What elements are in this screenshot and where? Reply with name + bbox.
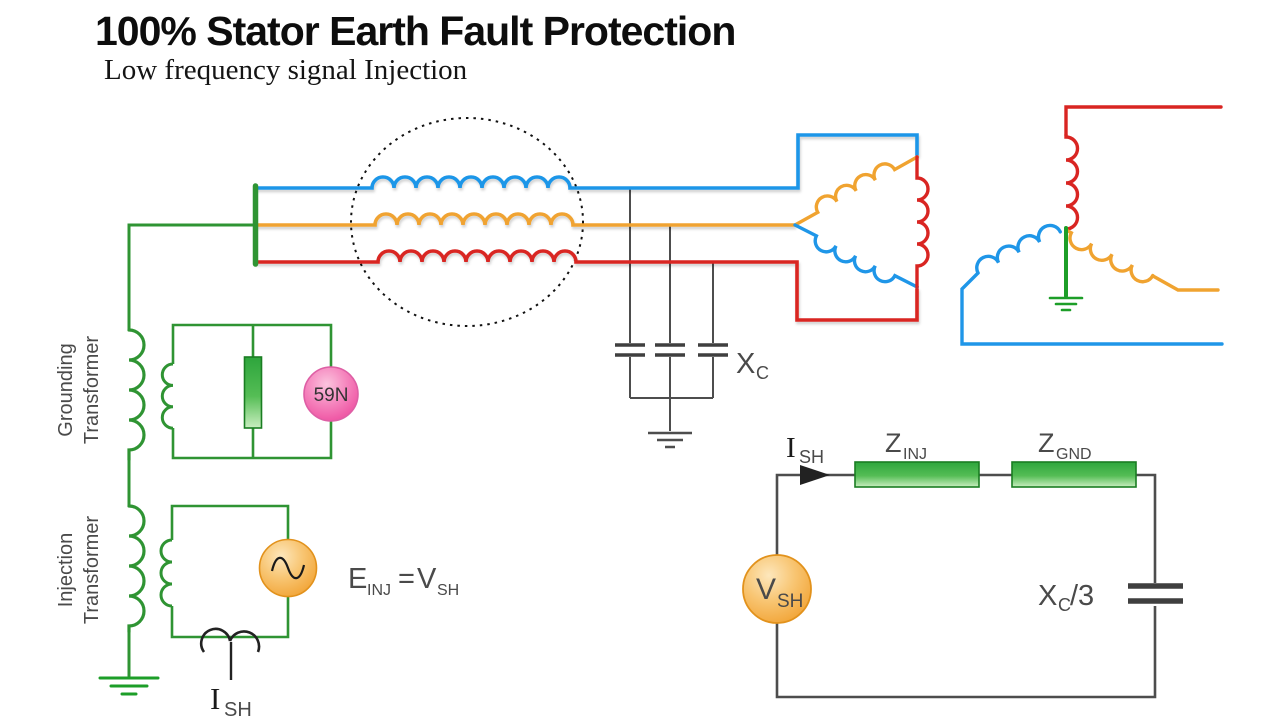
xc3-sub: C [1058, 595, 1071, 615]
main-earth-ground-icon [98, 676, 160, 696]
delta-blue-side [793, 223, 919, 289]
star-blue-coil [975, 223, 1062, 275]
star-orange-coil [1064, 228, 1155, 284]
zgnd-sub: GND [1056, 446, 1092, 463]
injection-secondary-circuit: I SH [159, 504, 318, 720]
phase-blue-winding [255, 133, 919, 190]
vsh-sub: SH [777, 591, 803, 612]
star-red-coil [1064, 133, 1080, 232]
earth-ground-icon [648, 431, 692, 449]
ct-symbol [199, 627, 261, 653]
xc3-main: X [1038, 580, 1057, 612]
grounding-primary-coil [127, 328, 146, 462]
hv-star-winding [960, 105, 1224, 346]
einj-v: V [417, 563, 437, 595]
ish-equiv-sub: SH [799, 447, 824, 467]
zgnd-resistor [1011, 461, 1137, 488]
capacitor-bank [615, 188, 728, 449]
zgnd-main: Z [1038, 428, 1055, 458]
grounding-label-line1: Grounding [55, 343, 77, 436]
neutral-to-transformer-line [127, 223, 255, 332]
label-zgnd: Z GND [1038, 428, 1092, 463]
injection-label-line1: Injection [55, 533, 77, 608]
current-arrow-icon [800, 465, 830, 485]
label-xc-main: X [736, 348, 755, 380]
equiv-loop-wire [775, 473, 1157, 699]
xc3-capacitor [1128, 583, 1183, 604]
stator-dotted-circle [350, 117, 584, 327]
einj-main: E [348, 563, 367, 595]
label-xc3: X C /3 [1038, 580, 1094, 615]
vsh-source [742, 554, 812, 624]
label-einj-vsh: E INJ = V SH [348, 563, 459, 599]
neutral-resistor [243, 356, 263, 429]
delta-red-side [915, 155, 930, 289]
label-xc: X C [736, 348, 769, 383]
label-xc-sub: C [756, 363, 769, 383]
einj-equals: = [398, 563, 415, 595]
grounding-secondary-circuit: 59N [160, 323, 359, 460]
relay-59n [303, 366, 359, 422]
zinj-main: Z [885, 428, 902, 458]
delta-orange-side [793, 155, 920, 227]
injection-secondary-coil [159, 538, 173, 608]
page-title: 100% Stator Earth Fault Protection [95, 8, 736, 54]
label-ish-ct: I SH [210, 681, 252, 720]
star-red-lead [1064, 105, 1223, 137]
label-zinj: Z INJ [885, 428, 927, 463]
phase-orange-winding [253, 212, 796, 227]
star-blue-lead [960, 271, 1224, 346]
star-orange-lead [1151, 274, 1220, 292]
sine-wave-icon [270, 556, 306, 580]
zinj-resistor [854, 461, 980, 488]
phase-red-winding [253, 249, 919, 322]
zinj-sub: INJ [903, 446, 927, 463]
neutral-and-transformers [98, 183, 259, 696]
stator-windings [253, 133, 919, 322]
label-ish-equiv: I SH [786, 432, 824, 467]
grounding-label-line2: Transformer [81, 336, 103, 445]
delta-winding [793, 155, 930, 289]
cap-ground-bus [629, 357, 714, 431]
label-ish-ct-sub: SH [224, 699, 252, 720]
page-subtitle: Low frequency signal Injection [104, 54, 468, 86]
ish-equiv-main: I [786, 432, 796, 464]
vsh-source-label: V SH [756, 573, 803, 612]
relay-59n-label: 59N [314, 385, 349, 406]
grounding-secondary-coil [160, 362, 174, 430]
vsh-main: V [756, 573, 776, 606]
einj-v-sub: SH [437, 582, 459, 599]
injection-primary-coil [127, 504, 146, 634]
injection-label-line2: Transformer [81, 516, 103, 625]
equivalent-circuit: V SH I SH Z INJ Z GND X C /3 [742, 428, 1183, 699]
star-earth-ground-icon [1048, 296, 1084, 312]
einj-sub: INJ [367, 582, 391, 599]
label-ish-ct-main: I [210, 681, 220, 716]
xc3-suffix: /3 [1070, 580, 1094, 612]
transformer-labels: Grounding Transformer Injection Transfor… [55, 336, 103, 625]
capacitor-plates [615, 343, 728, 357]
